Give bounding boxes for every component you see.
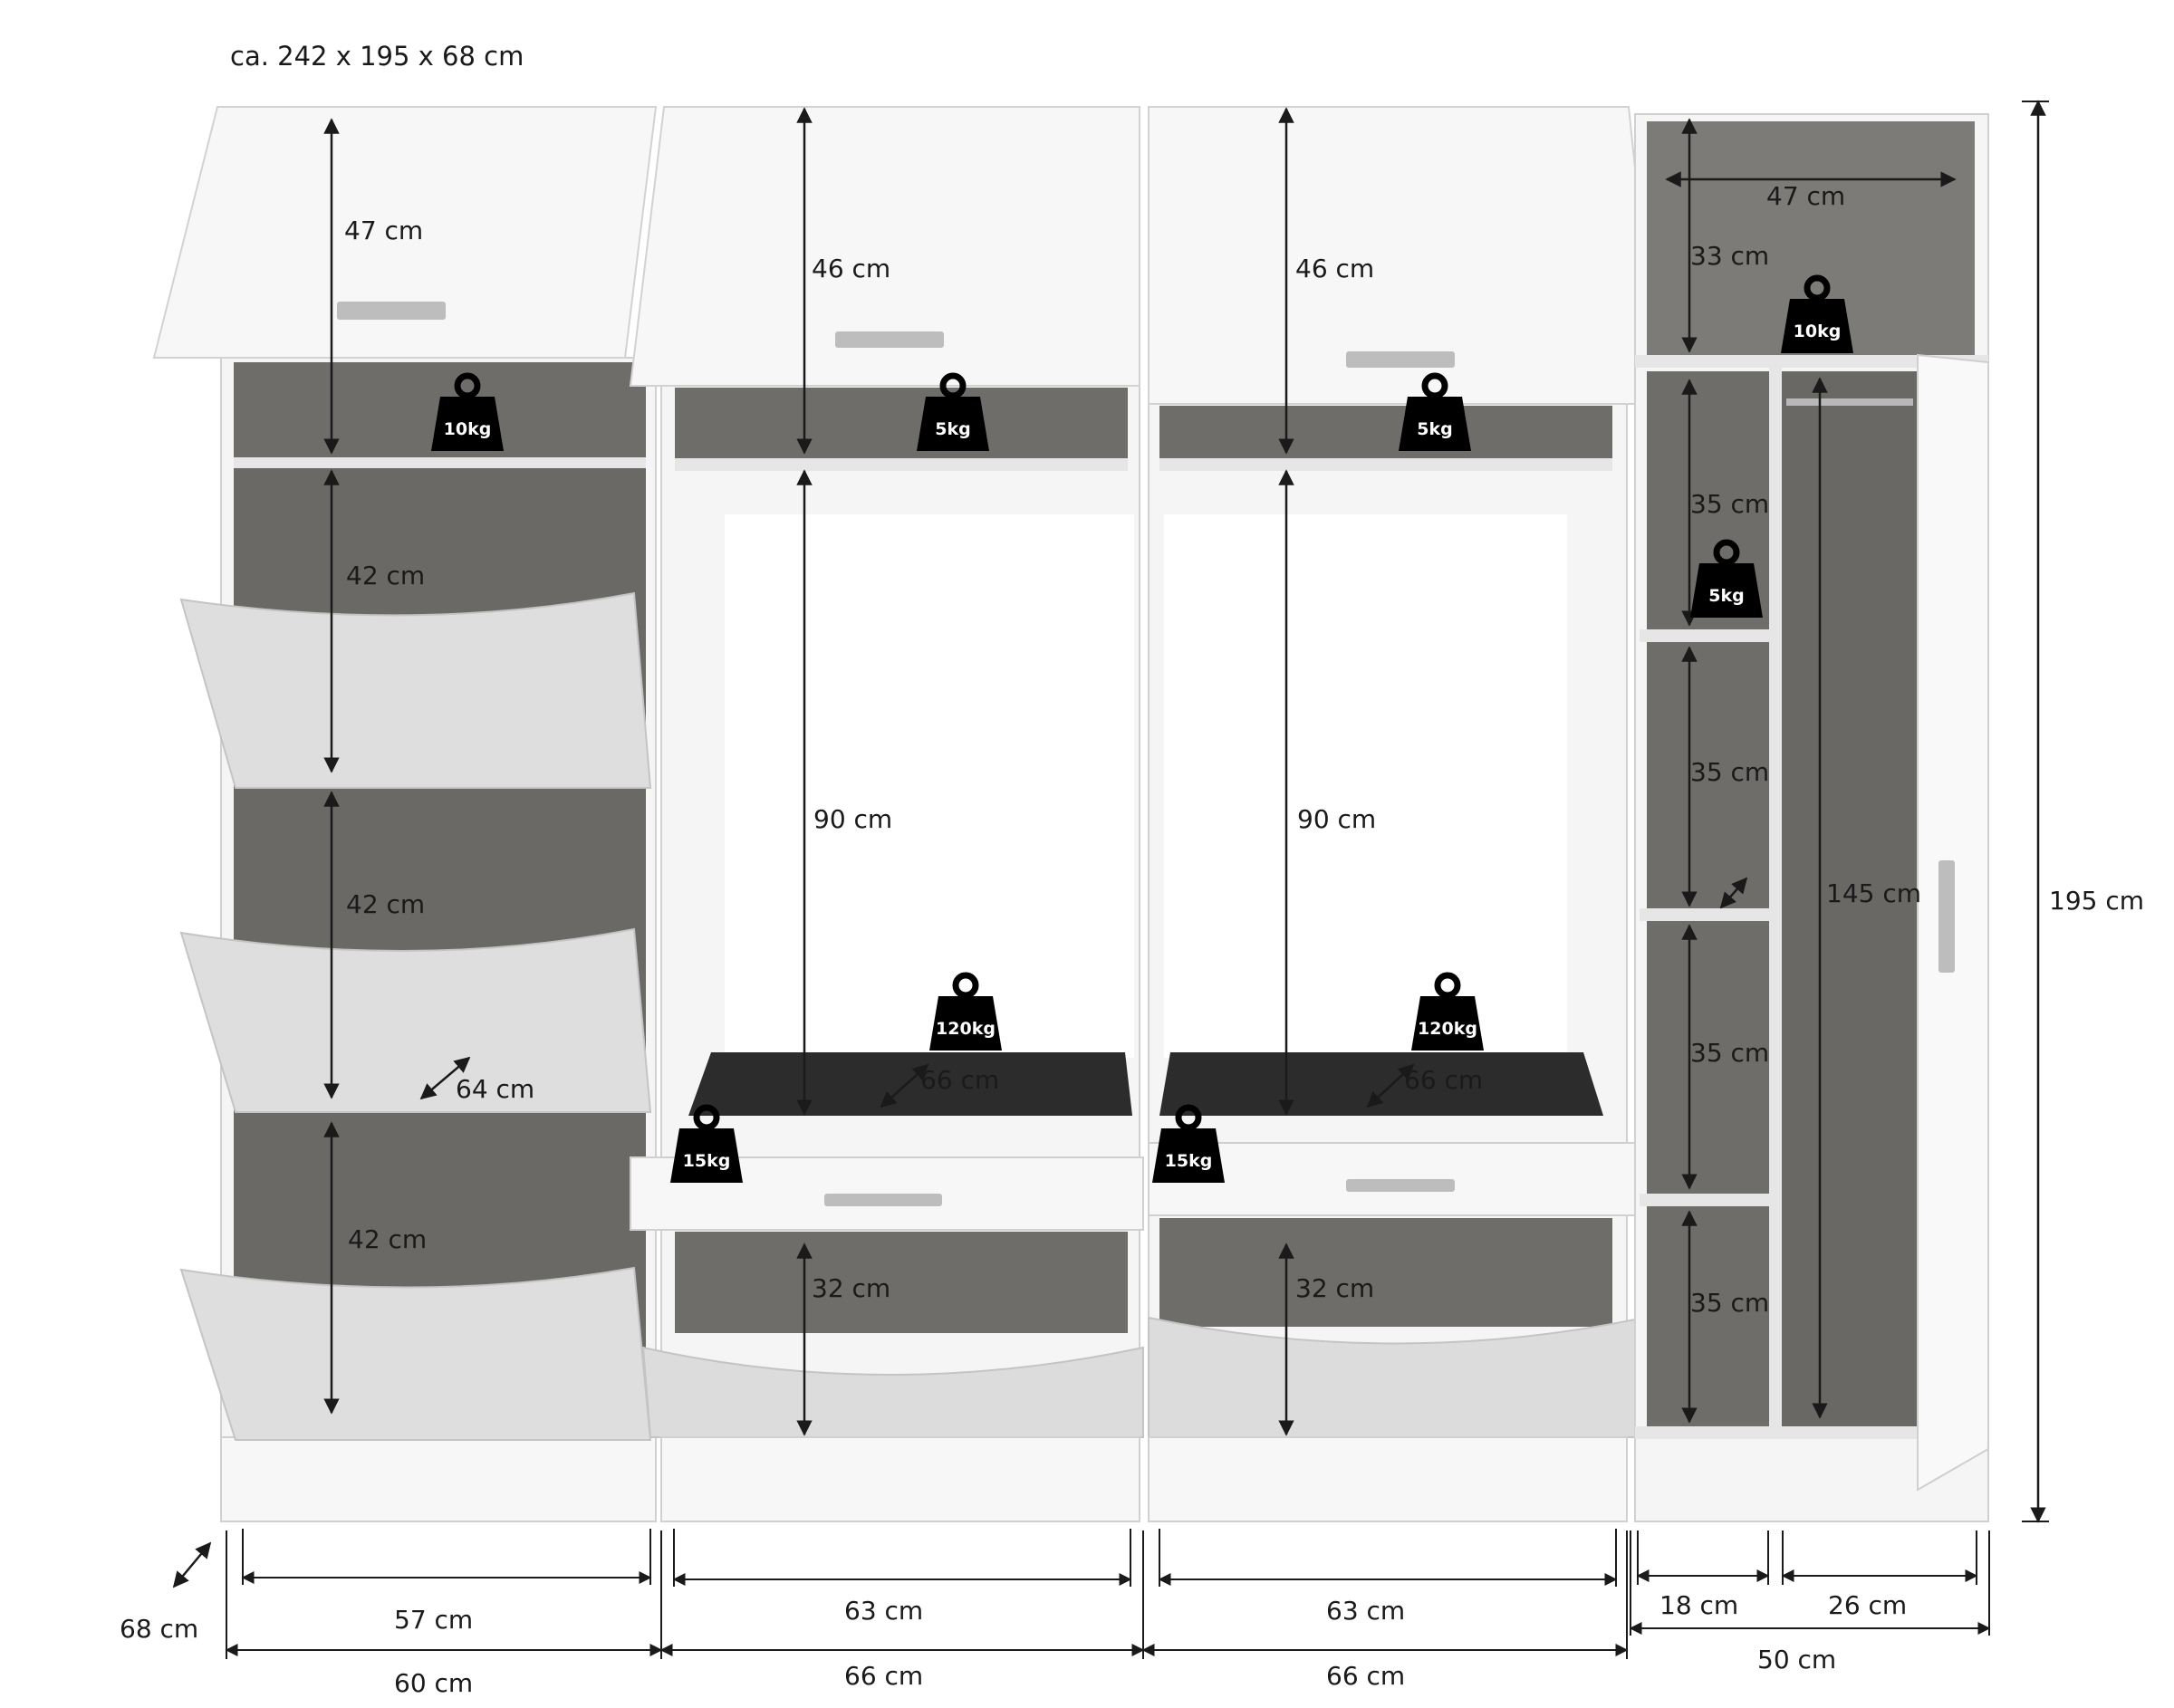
col3-opening-dim: 90 cm — [1297, 804, 1376, 834]
weight-icon: 5kg — [1690, 542, 1763, 618]
col2-mat — [688, 1052, 1132, 1116]
col2-upper-shelf — [675, 458, 1128, 471]
weight-icon: 10kg — [431, 376, 504, 451]
col1-shoe-2-dim: 42 cm — [346, 889, 425, 919]
column-2-open-cabinet — [629, 106, 1144, 1522]
col4-shelf-1-dim: 35 cm — [1690, 489, 1769, 519]
col2-plinth — [660, 1436, 1140, 1522]
col4-base-shelf — [1635, 1426, 1988, 1439]
weight-icon: 5kg — [917, 376, 989, 451]
col2-opening-dim: 90 cm — [813, 804, 892, 834]
col1-outer-width-dim: 60 cm — [394, 1668, 473, 1698]
col1-shoe-flap-1[interactable] — [179, 591, 652, 789]
weight-col4-top-label: 10kg — [1794, 321, 1842, 341]
col1-shoe-3-dim: 42 cm — [348, 1224, 427, 1254]
col4-wardrobe-interior — [1782, 371, 1918, 1426]
column-3-open-cabinet — [1148, 106, 1661, 1522]
weight-icon: 15kg — [1152, 1108, 1225, 1183]
col1-top-flap-dim: 47 cm — [344, 216, 423, 245]
weight-col4-shelf-label: 5kg — [1708, 586, 1744, 606]
weight-icon: 10kg — [1781, 278, 1853, 353]
depth-dim: 68 cm — [120, 1614, 198, 1644]
col2-top-flap[interactable] — [629, 106, 1140, 387]
col3-mat — [1159, 1052, 1603, 1116]
col1-depth-dim: 64 cm — [456, 1074, 534, 1104]
col2-bottom-flap[interactable] — [641, 1346, 1144, 1438]
col2-back-opening — [725, 514, 1134, 1058]
weight-col3-top-label: 5kg — [1417, 419, 1452, 439]
col3-bottom-flap[interactable] — [1148, 1316, 1645, 1438]
col2-drawer-handle[interactable] — [824, 1194, 942, 1206]
col4-outer-width-dim: 50 cm — [1757, 1645, 1836, 1674]
col4-shelf-3-dim: 35 cm — [1690, 1038, 1769, 1068]
col1-shoe-flap-3[interactable] — [179, 1266, 652, 1441]
weight-icon: 5kg — [1399, 376, 1471, 451]
col4-top-shelf — [1635, 355, 1988, 368]
col2-mat-depth-dim: 66 cm — [920, 1065, 999, 1095]
col3-top-flap-handle[interactable] — [1346, 351, 1455, 368]
vertical-dimensions — [323, 100, 2046, 1523]
bottom-dimensions — [225, 101, 2049, 1659]
column-1-shoe-cabinet — [152, 106, 658, 1522]
col1-shoe-1-dim: 42 cm — [346, 561, 425, 590]
col3-inner-width-dim: 63 cm — [1326, 1596, 1405, 1626]
col2-inner-width-dim: 63 cm — [844, 1596, 923, 1626]
col4-hanging-rail — [1786, 398, 1913, 406]
col2-top-flap-handle[interactable] — [835, 331, 944, 348]
col2-top-flap-dim: 46 cm — [812, 254, 890, 283]
col1-plinth — [220, 1436, 657, 1522]
col3-upper-shelf — [1159, 458, 1612, 471]
weight-col2-drawer-label: 15kg — [683, 1151, 731, 1171]
col1-top-flap[interactable] — [152, 106, 658, 359]
weight-icon: 120kg — [1411, 975, 1484, 1051]
col4-shelf-interior — [1647, 371, 1769, 1426]
col4-shelf-board-2 — [1640, 908, 1775, 921]
col4-shelf-board-1 — [1640, 629, 1775, 642]
col4-divider — [1769, 368, 1782, 1427]
col1-inner-width-dim: 57 cm — [394, 1605, 473, 1635]
col4-top-width-dim: 47 cm — [1766, 181, 1845, 211]
col3-drawer-handle[interactable] — [1346, 1179, 1455, 1192]
weight-capacity-icons: 10kg 5kg 5kg 10kg 5kg 120kg 120kg 15kg 1… — [431, 278, 1853, 1183]
dimension-labels: 47 cm 42 cm 42 cm 42 cm 64 cm 46 cm 90 c… — [120, 181, 2144, 1698]
col4-top-height-dim: 33 cm — [1690, 241, 1769, 271]
col4-door-handle[interactable] — [1938, 860, 1955, 973]
weight-col3-mat-label: 120kg — [1418, 1019, 1477, 1039]
weight-col3-drawer-label: 15kg — [1165, 1151, 1213, 1171]
col4-shelf-4-dim: 35 cm — [1690, 1288, 1769, 1318]
col4-wardrobe-width-dim: 26 cm — [1828, 1590, 1907, 1620]
col3-outer-width-dim: 66 cm — [1326, 1661, 1405, 1691]
col3-mat-depth-dim: 66 cm — [1404, 1065, 1483, 1095]
col3-top-flap-dim: 46 cm — [1295, 254, 1374, 283]
weight-col2-top-label: 5kg — [935, 419, 970, 439]
weight-icon: 15kg — [670, 1108, 743, 1183]
col2-outer-width-dim: 66 cm — [844, 1661, 923, 1691]
weight-col1-top-label: 10kg — [444, 419, 492, 439]
col3-upper-interior — [1159, 406, 1612, 458]
inner-dimension-arrows — [172, 171, 1957, 1588]
col4-shelf-board-3 — [1640, 1194, 1775, 1206]
col3-bottom-flap-dim: 32 cm — [1295, 1273, 1374, 1303]
weight-icon: 120kg — [929, 975, 1002, 1051]
col4-shelf-width-dim: 18 cm — [1659, 1590, 1738, 1620]
col3-back-opening — [1164, 514, 1567, 1058]
col1-shoe-flap-2[interactable] — [179, 927, 652, 1113]
weight-col2-mat-label: 120kg — [936, 1019, 996, 1039]
col1-top-flap-handle[interactable] — [337, 302, 446, 320]
col3-lower-interior — [1159, 1218, 1612, 1327]
col2-bottom-flap-dim: 32 cm — [812, 1273, 890, 1303]
col4-shelf-2-dim: 35 cm — [1690, 757, 1769, 787]
col2-upper-interior — [675, 388, 1128, 458]
col4-wardrobe-dim: 145 cm — [1826, 878, 1921, 908]
col3-plinth — [1148, 1436, 1628, 1522]
col1-upper-shelf — [234, 457, 646, 468]
total-height-dim: 195 cm — [2049, 886, 2144, 916]
col2-lower-interior — [675, 1232, 1128, 1333]
overall-size-label: ca. 242 x 195 x 68 cm — [230, 41, 524, 72]
